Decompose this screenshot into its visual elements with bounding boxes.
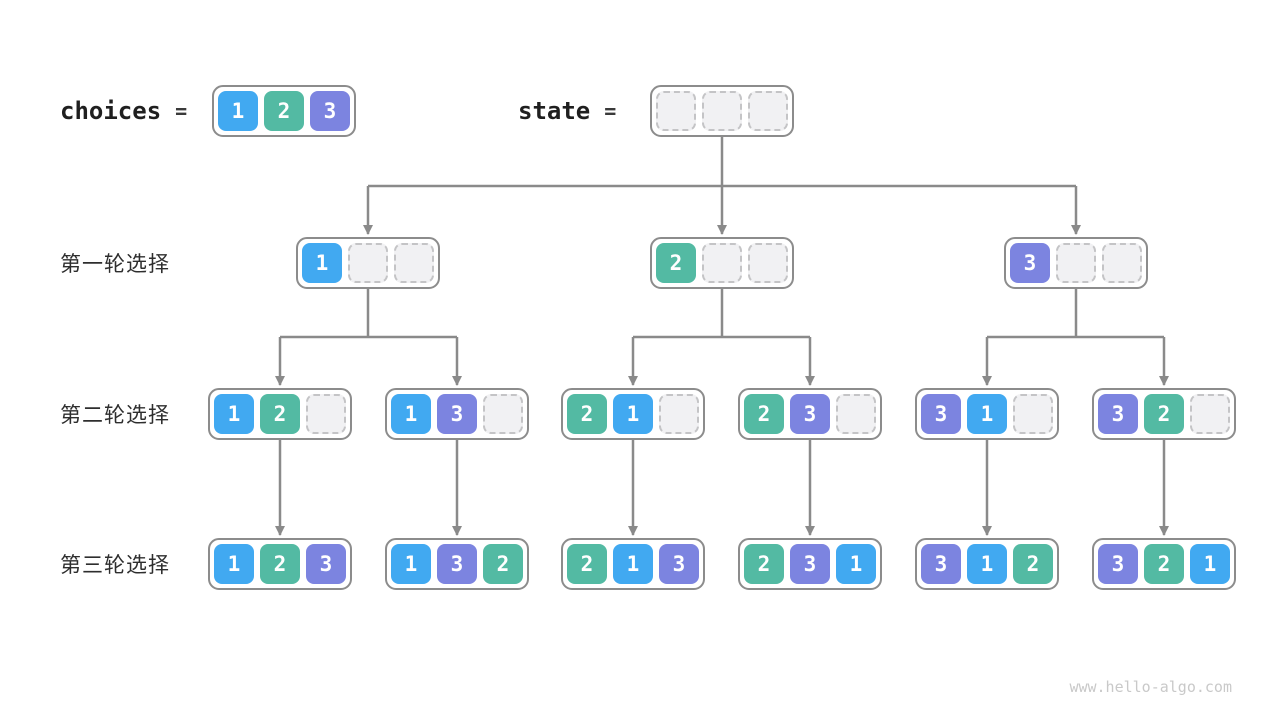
state-cell: 3 — [790, 394, 830, 434]
state-cell: 3 — [306, 544, 346, 584]
equals-sign: = — [604, 99, 617, 123]
state-cell: 3 — [437, 544, 477, 584]
state-cell: 2 — [656, 243, 696, 283]
state-cell: 2 — [1013, 544, 1053, 584]
state-cell: 2 — [1144, 394, 1184, 434]
choices-label: choices — [60, 97, 162, 125]
state-cell: 1 — [967, 544, 1007, 584]
state-cell: 3 — [437, 394, 477, 434]
state-cell-empty — [483, 394, 523, 434]
state-cell: 1 — [613, 394, 653, 434]
state-cell-empty — [306, 394, 346, 434]
state-cell-empty — [702, 91, 742, 131]
state-cell: 1 — [214, 544, 254, 584]
state-cell: 1 — [302, 243, 342, 283]
state-cell: 3 — [310, 91, 350, 131]
row-label-round-2: 第二轮选择 — [60, 404, 170, 427]
state-cell: 1 — [391, 544, 431, 584]
state-cell: 2 — [260, 544, 300, 584]
state-cell: 3 — [921, 394, 961, 434]
state-cell: 3 — [1010, 243, 1050, 283]
state-box: 3 — [1004, 237, 1148, 289]
state-cell: 1 — [1190, 544, 1230, 584]
state-cell-empty — [348, 243, 388, 283]
state-cell-empty — [656, 91, 696, 131]
state-cell: 1 — [214, 394, 254, 434]
state-cell-empty — [1102, 243, 1142, 283]
state-cell: 3 — [790, 544, 830, 584]
state-cell: 3 — [1098, 544, 1138, 584]
state-box — [650, 85, 794, 137]
state-cell: 2 — [1144, 544, 1184, 584]
equals-sign: = — [175, 99, 188, 123]
state-cell-empty — [836, 394, 876, 434]
choices-label-group: choices = — [60, 85, 187, 137]
watermark: www.hello-algo.com — [1069, 678, 1232, 696]
row-label-round-3: 第三轮选择 — [60, 554, 170, 577]
state-cell: 3 — [921, 544, 961, 584]
state-cell: 2 — [483, 544, 523, 584]
state-cell: 2 — [744, 394, 784, 434]
state-cell: 3 — [659, 544, 699, 584]
state-cell-empty — [394, 243, 434, 283]
state-label-group: state = — [518, 85, 616, 137]
state-cell: 1 — [967, 394, 1007, 434]
state-label: state — [518, 97, 591, 125]
state-cell-empty — [702, 243, 742, 283]
state-cell: 3 — [1098, 394, 1138, 434]
state-cell-empty — [748, 91, 788, 131]
state-cell-empty — [1190, 394, 1230, 434]
state-cell: 1 — [391, 394, 431, 434]
state-cell: 2 — [567, 394, 607, 434]
state-cell-empty — [748, 243, 788, 283]
state-cell-empty — [1056, 243, 1096, 283]
row-label-round-1: 第一轮选择 — [60, 253, 170, 276]
state-cell: 1 — [218, 91, 258, 131]
state-cell: 1 — [836, 544, 876, 584]
state-cell: 2 — [567, 544, 607, 584]
state-box: 1 — [296, 237, 440, 289]
state-cell-empty — [1013, 394, 1053, 434]
state-cell: 2 — [260, 394, 300, 434]
state-cell-empty — [659, 394, 699, 434]
state-cell: 2 — [264, 91, 304, 131]
state-box: 2 — [650, 237, 794, 289]
state-cell: 2 — [744, 544, 784, 584]
state-cell: 1 — [613, 544, 653, 584]
